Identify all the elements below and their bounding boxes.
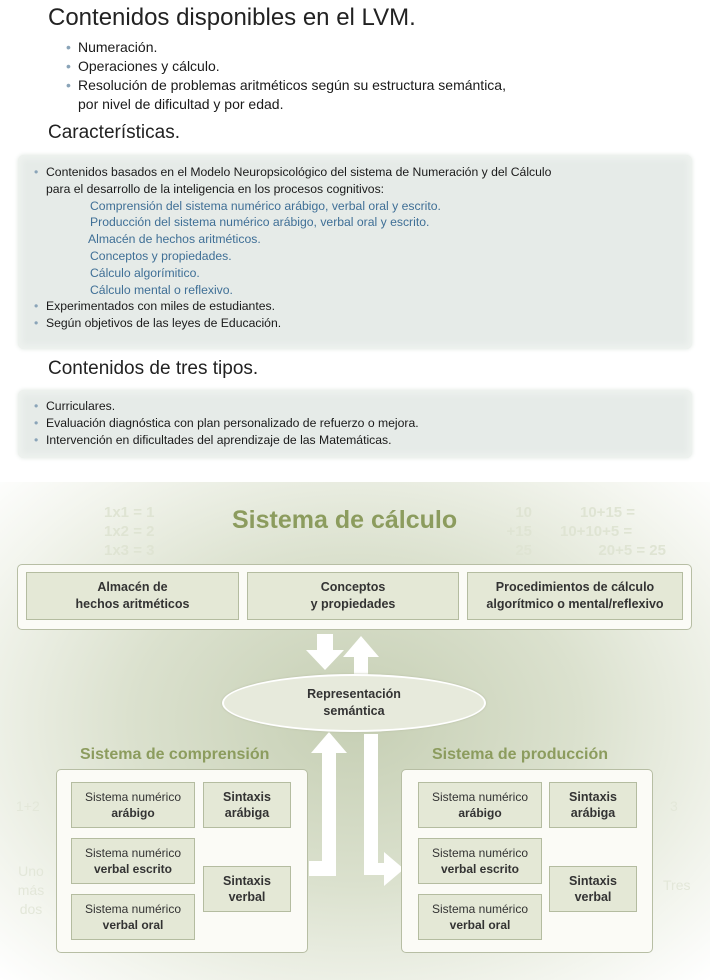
list-item: Curriculares. [34, 398, 692, 415]
list-item: Evaluación diagnóstica con plan personal… [34, 415, 692, 432]
list-item-continuation: por nivel de dificultad y por edad. [78, 96, 284, 112]
list-item-continuation: para el desarrollo de la inteligencia en… [46, 181, 385, 196]
left-words-decoration: Uno más dos [17, 863, 45, 917]
right-number-decoration: 3 [670, 798, 678, 814]
sub-item: Almacén de hechos aritméticos. [88, 232, 261, 247]
caracteristicas-title: Características. [48, 122, 180, 143]
list-item: Según objetivos de las leyes de Educació… [34, 315, 692, 332]
sub-item: Cálculo mental o reflexivo. [90, 282, 233, 297]
list-item: Experimentados con miles de estudiantes. [34, 298, 692, 315]
arrow-up-icon [309, 732, 347, 876]
list-item: Intervención en dificultades del aprendi… [34, 432, 692, 449]
tipos-panel: Curriculares. Evaluación diagnóstica con… [18, 390, 692, 458]
arrow-up-icon [343, 636, 379, 676]
sub-item: Producción del sistema numérico arábigo,… [90, 215, 430, 230]
lvm-list: Numeración. Operaciones y cálculo. Resol… [66, 38, 506, 114]
facts-decoration: 1x1 = 1 1x2 = 2 1x3 = 3 [104, 504, 155, 559]
sub-item: Conceptos y propiedades. [90, 248, 232, 263]
produccion-title: Sistema de producción [432, 746, 609, 763]
caracteristicas-panel: Contenidos basados en el Modelo Neuropsi… [18, 155, 692, 349]
list-item: Resolución de problemas aritméticos segú… [66, 76, 506, 95]
sub-item: Comprensión del sistema numérico arábigo… [90, 198, 441, 213]
tipos-title: Contenidos de tres tipos. [48, 358, 259, 379]
lvm-title: Contenidos disponibles en el LVM. [48, 4, 416, 31]
sum-right-decoration: 10+15 = 10+10+5 = 20+5 = 25 [560, 504, 666, 559]
right-word-decoration: Tres [663, 877, 691, 893]
arrow-down-icon [306, 634, 344, 670]
comprension-title: Sistema de comprensión [80, 746, 270, 763]
left-number-decoration: 1+2 [16, 798, 40, 814]
list-item: Contenidos basados en el Modelo Neuropsi… [34, 164, 692, 181]
list-item: Operaciones y cálculo. [66, 57, 506, 76]
sum-decoration: 10 +15 25 [506, 504, 532, 559]
arrow-down-icon [364, 734, 404, 886]
list-item: Numeración. [66, 38, 506, 57]
sub-item: Cálculo algorímitico. [90, 265, 200, 280]
calc-system-title: Sistema de cálculo [232, 506, 458, 534]
